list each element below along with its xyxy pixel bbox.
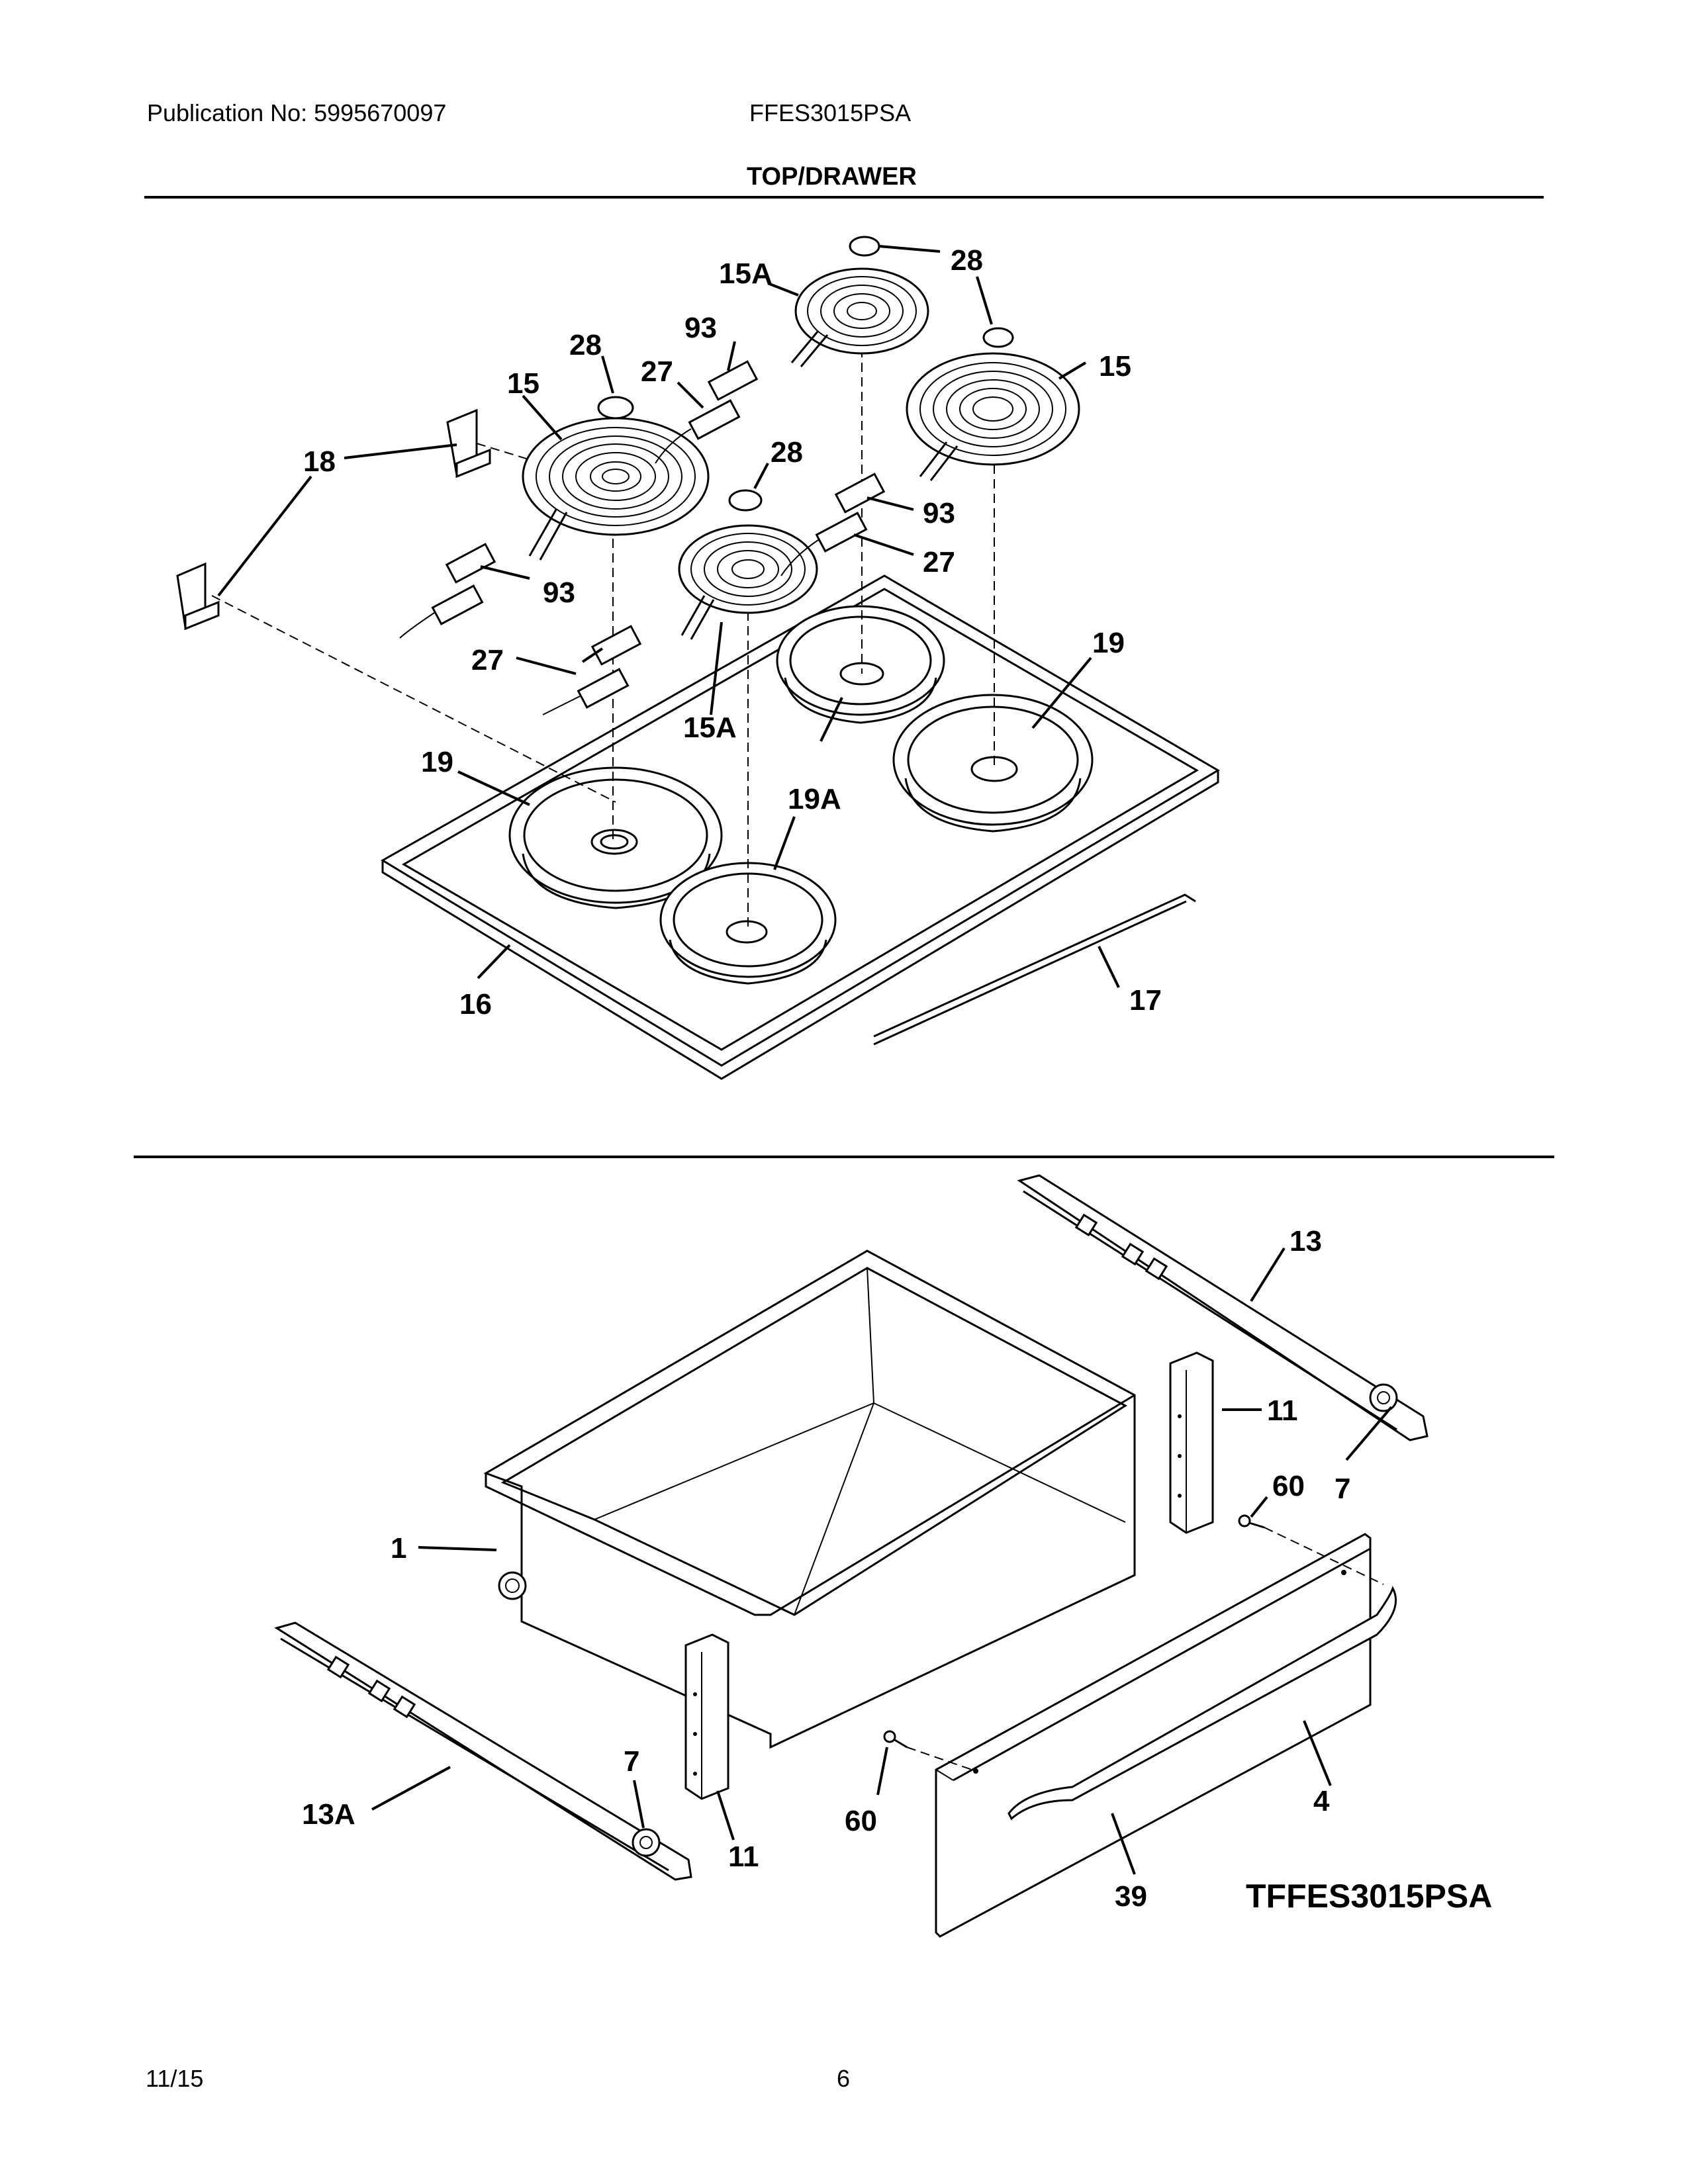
spacer-right bbox=[982, 327, 1014, 348]
coil-burner-back-right-large bbox=[906, 352, 1080, 481]
footer-date: 11/15 bbox=[146, 2065, 204, 2092]
drawer-alignment-line bbox=[1264, 1527, 1384, 1585]
publication-number: Publication No: 5995670097 bbox=[147, 99, 447, 126]
drip-bowl-back-small bbox=[776, 605, 945, 724]
slide-rail-right bbox=[1017, 1174, 1429, 1441]
receptacle-top bbox=[655, 360, 759, 464]
callout-28-top: 28 bbox=[951, 244, 983, 277]
drawer-assembly bbox=[274, 1174, 1429, 1938]
callout-13A: 13A bbox=[302, 1798, 355, 1831]
page-number: 6 bbox=[837, 2065, 851, 2092]
receptacle-left bbox=[399, 543, 496, 639]
spacer-top bbox=[849, 236, 880, 257]
coil-burner-front-small bbox=[678, 524, 818, 640]
callout-28-left: 28 bbox=[569, 329, 602, 361]
callout-27-top: 27 bbox=[641, 355, 673, 388]
callout-28-mid: 28 bbox=[771, 436, 803, 469]
model-tag: TFFES3015PSA bbox=[1246, 1878, 1492, 1915]
callout-11-right: 11 bbox=[1267, 1394, 1298, 1427]
model-number: FFES3015PSA bbox=[749, 99, 912, 126]
drip-bowl-right-large bbox=[892, 694, 1094, 833]
callout-19-right: 19 bbox=[1092, 627, 1125, 659]
header-rule bbox=[144, 196, 1544, 199]
drawer-alignment-line-left bbox=[906, 1747, 976, 1772]
callout-7-right: 7 bbox=[1335, 1473, 1350, 1505]
callout-16: 16 bbox=[459, 988, 492, 1021]
spacer-mid bbox=[728, 489, 763, 512]
drawer-bracket-left bbox=[684, 1633, 729, 1800]
callout-13: 13 bbox=[1289, 1225, 1322, 1257]
callout-15A-top: 15A bbox=[719, 257, 773, 290]
callout-60-right: 60 bbox=[1272, 1470, 1305, 1502]
callout-39: 39 bbox=[1115, 1880, 1147, 1913]
callout-19-left: 19 bbox=[421, 746, 453, 778]
bracket-upper bbox=[446, 408, 491, 478]
drawer-bracket-right bbox=[1169, 1351, 1214, 1534]
callout-1: 1 bbox=[391, 1532, 406, 1565]
coil-burner-back-left-large bbox=[522, 417, 710, 561]
callout-93-left: 93 bbox=[543, 576, 575, 609]
callout-93-top: 93 bbox=[684, 312, 717, 344]
callout-11-left: 11 bbox=[728, 1841, 759, 1873]
callout-15-right: 15 bbox=[1099, 350, 1131, 383]
slide-rail-left bbox=[274, 1621, 692, 1881]
bracket-lower bbox=[176, 562, 220, 631]
callout-18: 18 bbox=[303, 445, 336, 478]
section-title: TOP/DRAWER bbox=[747, 163, 917, 191]
callout-60-left: 60 bbox=[845, 1805, 877, 1837]
drawer-front-panel bbox=[935, 1533, 1372, 1938]
cooktop-assembly bbox=[176, 236, 1220, 1080]
callout-4: 4 bbox=[1313, 1785, 1330, 1817]
callout-15-left: 15 bbox=[507, 367, 539, 400]
callout-19A: 19A bbox=[788, 783, 841, 815]
callout-17: 17 bbox=[1129, 984, 1162, 1017]
drip-bowl-left-large bbox=[508, 766, 723, 909]
screw-left bbox=[883, 1730, 908, 1749]
drawer-leader-lines bbox=[371, 1247, 1393, 1875]
callout-27-left: 27 bbox=[471, 644, 504, 676]
receptacle-bottom bbox=[542, 625, 642, 715]
section-divider bbox=[134, 1156, 1554, 1158]
coil-burner-top-small bbox=[790, 267, 929, 367]
spacer-left bbox=[597, 396, 634, 420]
callout-27-right: 27 bbox=[923, 546, 955, 578]
callout-7-left: 7 bbox=[624, 1745, 639, 1778]
drawer-body bbox=[483, 1250, 1136, 1749]
callout-93-right: 93 bbox=[923, 497, 955, 529]
receptacle-right bbox=[780, 473, 886, 576]
callout-15A-bottom: 15A bbox=[683, 711, 737, 744]
top-leader-lines bbox=[217, 245, 1120, 988]
drawer-handle bbox=[1008, 1586, 1397, 1821]
trim-strip bbox=[873, 893, 1196, 1046]
screw-right bbox=[1238, 1514, 1265, 1529]
